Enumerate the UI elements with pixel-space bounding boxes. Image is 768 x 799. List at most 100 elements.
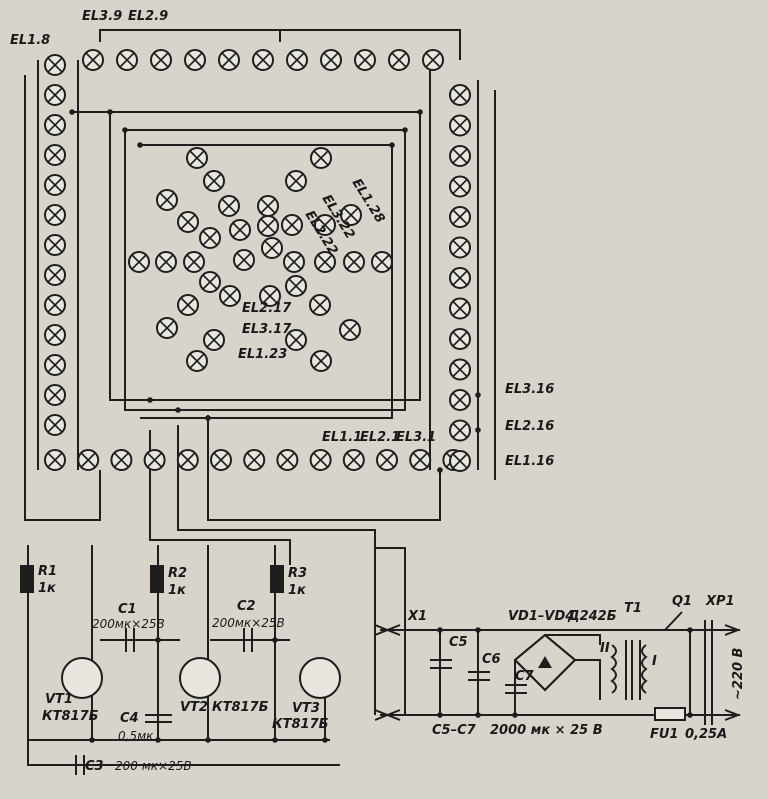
- label-c2: C2: [237, 599, 256, 614]
- lamp-icon: [199, 271, 221, 293]
- lamp-icon: [233, 249, 255, 271]
- lamp-array: [44, 49, 471, 472]
- capacitor-c4: [145, 714, 172, 723]
- label-el1-1: EL1.1: [322, 430, 362, 445]
- lamp-icon: [354, 49, 376, 71]
- resistor-r3: [270, 565, 284, 593]
- lamp-icon: [143, 449, 166, 471]
- lamp-icon: [339, 319, 361, 341]
- junction-dot: [205, 737, 211, 743]
- label-xp1: XP1: [705, 594, 735, 609]
- lamp-icon: [320, 49, 342, 71]
- label-t1-primary: I: [652, 654, 657, 669]
- label-fu1: FU1: [650, 727, 678, 742]
- junction-dot: [475, 427, 481, 433]
- label-c1: C1: [118, 602, 137, 617]
- label-el1-16: EL1.16: [505, 454, 554, 469]
- junction-dot: [437, 712, 443, 718]
- lamp-icon: [199, 227, 221, 249]
- capacitor-c6: [468, 671, 490, 681]
- junction-dot: [475, 627, 481, 633]
- label-r3: R3: [288, 566, 307, 581]
- lamp-icon: [388, 49, 410, 71]
- diode-symbol: [538, 656, 552, 668]
- junction-dot: [475, 712, 481, 718]
- lamp-icon: [155, 251, 177, 273]
- lamp-icon: [44, 324, 66, 346]
- connector-x1: [374, 624, 401, 721]
- lamp-icon: [44, 54, 66, 76]
- label-c4: C4: [120, 711, 139, 726]
- lamp-icon: [422, 49, 444, 71]
- junction-dot: [89, 737, 95, 743]
- lamp-icon: [82, 49, 104, 71]
- capacitor-c7: [505, 684, 527, 694]
- junction-dot: [272, 637, 278, 643]
- lamp-icon: [156, 189, 178, 211]
- lamp-icon: [44, 144, 66, 166]
- lamp-icon: [259, 285, 281, 307]
- label-vt3: VT3: [292, 701, 320, 716]
- lamp-icon: [183, 251, 205, 273]
- label-vd1-vd4: VD1–VD4: [508, 609, 574, 624]
- lamp-icon: [257, 195, 279, 217]
- lamp-icon: [449, 114, 471, 137]
- lamp-icon: [176, 449, 199, 471]
- lamp-icon: [281, 214, 303, 236]
- lamp-icon: [309, 449, 332, 471]
- switch-q1: [664, 611, 683, 631]
- lamp-icon: [44, 384, 66, 406]
- label-c5-c7-value: 2000 мк × 25 В: [490, 723, 603, 738]
- label-c5-c7: C5–C7: [432, 723, 477, 738]
- junction-dot: [137, 142, 143, 148]
- label-el2-16: EL2.16: [505, 419, 554, 434]
- lamp-icon: [177, 211, 199, 233]
- lamp-icon: [449, 175, 471, 198]
- junction-dot: [687, 627, 693, 633]
- junction-dot: [322, 737, 328, 743]
- label-vt1-type: КТ817Б: [42, 709, 99, 724]
- lamp-icon: [340, 204, 362, 226]
- label-vd-type: Д242Б: [567, 609, 617, 624]
- lamp-icon: [77, 449, 100, 471]
- components: [20, 565, 741, 775]
- capacitor-c1: [125, 628, 135, 652]
- capacitor-c5: [430, 659, 452, 669]
- lamp-icon: [44, 264, 66, 286]
- transistor-vt1: [61, 657, 103, 699]
- plug-xp1: [704, 620, 741, 725]
- lamp-icon: [285, 170, 307, 192]
- lamp-icon: [310, 350, 332, 372]
- junction-dot: [389, 142, 395, 148]
- transformer-t1: [610, 640, 648, 700]
- lamp-icon: [309, 294, 331, 316]
- lamp-icon: [449, 145, 471, 167]
- lamp-icon: [116, 49, 138, 71]
- label-c3: C3: [85, 759, 104, 774]
- lamp-icon: [376, 449, 398, 471]
- junction-dot: [437, 627, 443, 633]
- lamp-icon: [186, 147, 208, 169]
- label-t1: T1: [624, 601, 642, 616]
- label-c5: C5: [449, 635, 468, 650]
- lamp-icon: [219, 285, 241, 307]
- lamp-icon: [44, 174, 66, 196]
- lamp-icon: [177, 294, 199, 316]
- junction-dot: [69, 109, 75, 115]
- lamp-icon: [44, 294, 66, 316]
- label-el2-1: EL2.1: [360, 430, 400, 445]
- lamp-icon: [156, 317, 178, 339]
- lamp-icon: [44, 204, 66, 226]
- lamp-icon: [184, 49, 206, 71]
- lamp-icon: [218, 195, 240, 217]
- transistor-vt2: [179, 657, 221, 699]
- lamp-icon: [449, 328, 471, 350]
- lamp-icon: [285, 329, 307, 351]
- lamp-icon: [210, 449, 232, 471]
- label-r3-value: 1к: [288, 583, 307, 598]
- label-vt2-type: КТ817Б: [212, 700, 269, 715]
- junction-dot: [512, 712, 518, 718]
- lamp-icon: [449, 389, 471, 411]
